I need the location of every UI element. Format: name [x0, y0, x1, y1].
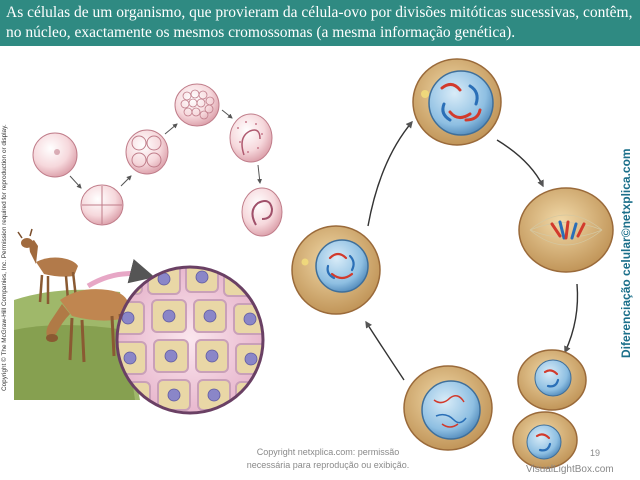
slide-title: As células de um organismo, que proviera…	[6, 4, 633, 41]
deer-back	[17, 228, 78, 304]
mitosis-cycle	[291, 58, 614, 469]
title-bar: As células de um organismo, que proviera…	[0, 0, 640, 46]
watermark: VisualLightBox.com	[526, 464, 614, 475]
cell-early-prophase	[291, 225, 381, 315]
page-number: 19	[590, 448, 601, 458]
cell-telophase	[512, 349, 587, 469]
footer-copyright: Copyright netxplica.com: permissão neces…	[228, 446, 428, 472]
cell-prophase	[412, 58, 502, 146]
footer-line-2: necessária para reprodução ou exibição.	[246, 460, 410, 470]
zoom-pointer	[86, 259, 155, 289]
cell-interphase	[403, 365, 493, 451]
embryo-sequence	[32, 83, 283, 237]
copyright-vertical: Copyright © The McGraw-Hill Companies, I…	[1, 124, 8, 391]
credit-vertical: Diferenciação celular©netxplica.com	[619, 148, 633, 358]
cell-metaphase	[518, 187, 614, 273]
deer-scene	[14, 228, 140, 400]
footer-line-1: Copyright netxplica.com: permissão	[256, 447, 400, 457]
